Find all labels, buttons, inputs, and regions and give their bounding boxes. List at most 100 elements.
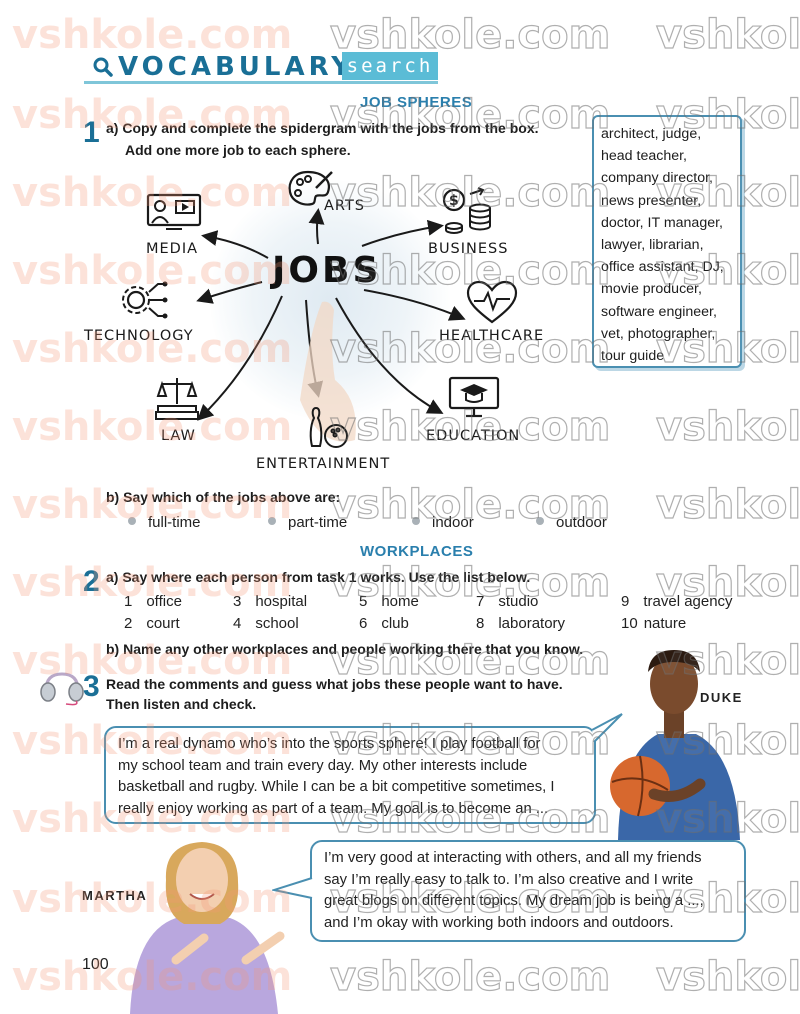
workplace-item: 8 laboratory (476, 615, 565, 632)
sphere-law-label: LAW (161, 428, 196, 444)
workplace-number: 8 (476, 615, 485, 632)
sphere-media-label: MEDIA (146, 241, 199, 257)
workplace-item: 6 club (359, 615, 409, 632)
sphere-business-label: BUSINESS (428, 241, 509, 257)
word-box-line: software engineer, (601, 303, 717, 320)
duke-speech-bubble: I’m a real dynamo who’s into the sports … (104, 726, 596, 824)
workplace-number: 4 (233, 615, 242, 632)
task-2b-instruction: b) Name any other workplaces and people … (106, 641, 584, 657)
martha-comment-line: great blogs on different topics. My drea… (324, 893, 704, 910)
gear-circuit-icon (122, 281, 168, 319)
workplace-item: 5 home (359, 593, 419, 610)
workplace-number: 5 (359, 593, 368, 610)
media-icon (146, 193, 202, 230)
workplace-number: 6 (359, 615, 368, 632)
word-box-line: lawyer, librarian, (601, 237, 704, 254)
vocabulary-header: VOCABULARY search (84, 50, 438, 84)
martha-photo (130, 842, 285, 1014)
word-box-line: office assistant, DJ, (601, 259, 724, 276)
task-1a-instruction-line1: a) Copy and complete the spidergram with… (106, 120, 539, 136)
word-box-line: news presenter, (601, 192, 702, 209)
headphones-icon (40, 672, 84, 706)
task-1b-instruction: b) Say which of the jobs above are: (106, 489, 341, 505)
martha-speech-bubble: I’m very good at interacting with others… (310, 840, 746, 942)
job-spheres-heading: JOB SPHERES (360, 94, 473, 111)
duke-comment-line: I’m a real dynamo who’s into the sports … (118, 736, 541, 752)
word-box-line: vet, photographer, (601, 325, 716, 342)
workplace-item: 9 travel agency (621, 593, 733, 610)
martha-comment-line: and I’m okay with working both indoors a… (324, 914, 674, 931)
heart-pulse-icon (466, 280, 518, 324)
martha-comment-line: say I’m really easy to talk to. I’m also… (324, 871, 694, 888)
money-coins-icon: $ (442, 187, 491, 234)
scales-of-justice-icon (155, 378, 199, 420)
page-number: 100 (82, 956, 109, 973)
workplace-name: laboratory (498, 615, 566, 632)
sphere-entertainment-label: ENTERTAINMENT (256, 456, 391, 472)
watermark: vshkol (655, 481, 800, 528)
martha-comment-line: I’m very good at interacting with others… (324, 850, 702, 866)
workplace-item: 10 nature (621, 615, 686, 632)
category-part-time: part-time (268, 514, 347, 531)
word-box-line: tour guide (601, 348, 665, 365)
sphere-healthcare-label: HEALTHCARE (439, 328, 545, 344)
task-3-number: 3 (83, 670, 100, 703)
workplace-item: 1 office (124, 593, 182, 610)
duke-comment-line: really enjoy working as part of a team. … (118, 800, 549, 817)
workplace-number: 7 (476, 593, 485, 610)
workplace-item: 2 court (124, 615, 180, 632)
workplace-name: home (381, 593, 419, 610)
workplace-item: 4 school (233, 615, 299, 632)
duke-name: DUKE (700, 690, 743, 705)
task-1a-instruction-line2: Add one more job to each sphere. (125, 142, 351, 158)
workplace-name: hospital (255, 593, 308, 610)
sphere-arts-label: ARTS (324, 198, 366, 214)
workplace-number: 1 (124, 593, 133, 610)
task-2a-instruction: a) Say where each person from task 1 wor… (106, 569, 531, 585)
vocabulary-title: VOCABULARY (118, 52, 355, 82)
workplace-name: office (146, 593, 182, 610)
workplaces-heading: WORKPLACES (360, 543, 474, 560)
workplace-name: nature (643, 615, 687, 632)
martha-name: MARTHA (82, 888, 148, 903)
category-outdoor: outdoor (536, 514, 607, 531)
word-box-line: doctor, IT manager, (601, 214, 723, 231)
job-word-box: architect, judge, head teacher, company … (592, 115, 742, 368)
workplace-name: studio (498, 593, 539, 610)
word-box-line: architect, judge, (601, 126, 702, 142)
category-full-time: full-time (128, 514, 201, 531)
category-indoor: indoor (412, 514, 474, 531)
sphere-education-label: EDUCATION (426, 428, 521, 444)
martha-bubble-tail (272, 877, 313, 899)
workplace-item: 7 studio (476, 593, 538, 610)
watermark: vshkol (655, 953, 800, 1000)
jobs-center-label: JOBS (272, 250, 382, 291)
workplace-number: 10 (621, 615, 638, 632)
workplace-number: 9 (621, 593, 630, 610)
palette-icon (288, 170, 333, 206)
task-3-instruction-line1: Read the comments and guess what jobs th… (106, 676, 563, 692)
word-box-line: head teacher, (601, 148, 687, 165)
word-box-line: movie producer, (601, 281, 702, 298)
task-3-instruction-line2: Then listen and check. (106, 696, 257, 712)
magnifier-icon (93, 57, 113, 77)
task-2-number: 2 (83, 565, 100, 598)
watermark: vshkole.com (329, 953, 611, 1000)
bowling-icon (309, 406, 348, 448)
workplace-number: 2 (124, 615, 133, 632)
graduation-monitor-icon (448, 376, 500, 418)
duke-photo (610, 650, 740, 840)
svg-text:$: $ (449, 193, 459, 209)
duke-comment-line: basketball and rugby. While I can be a b… (118, 779, 555, 796)
workplace-name: court (146, 615, 180, 632)
workplace-name: club (381, 615, 409, 632)
duke-bubble-tail (591, 713, 623, 743)
duke-comment-line: my school team and train every day. My o… (118, 757, 528, 774)
search-tag: search (342, 52, 438, 80)
sphere-technology-label: TECHNOLOGY (84, 328, 194, 344)
workplace-number: 3 (233, 593, 242, 610)
workplace-name: school (255, 615, 299, 632)
task-1-number: 1 (83, 116, 100, 149)
workplace-name: travel agency (643, 593, 733, 610)
word-box-line: company director, (601, 170, 713, 187)
